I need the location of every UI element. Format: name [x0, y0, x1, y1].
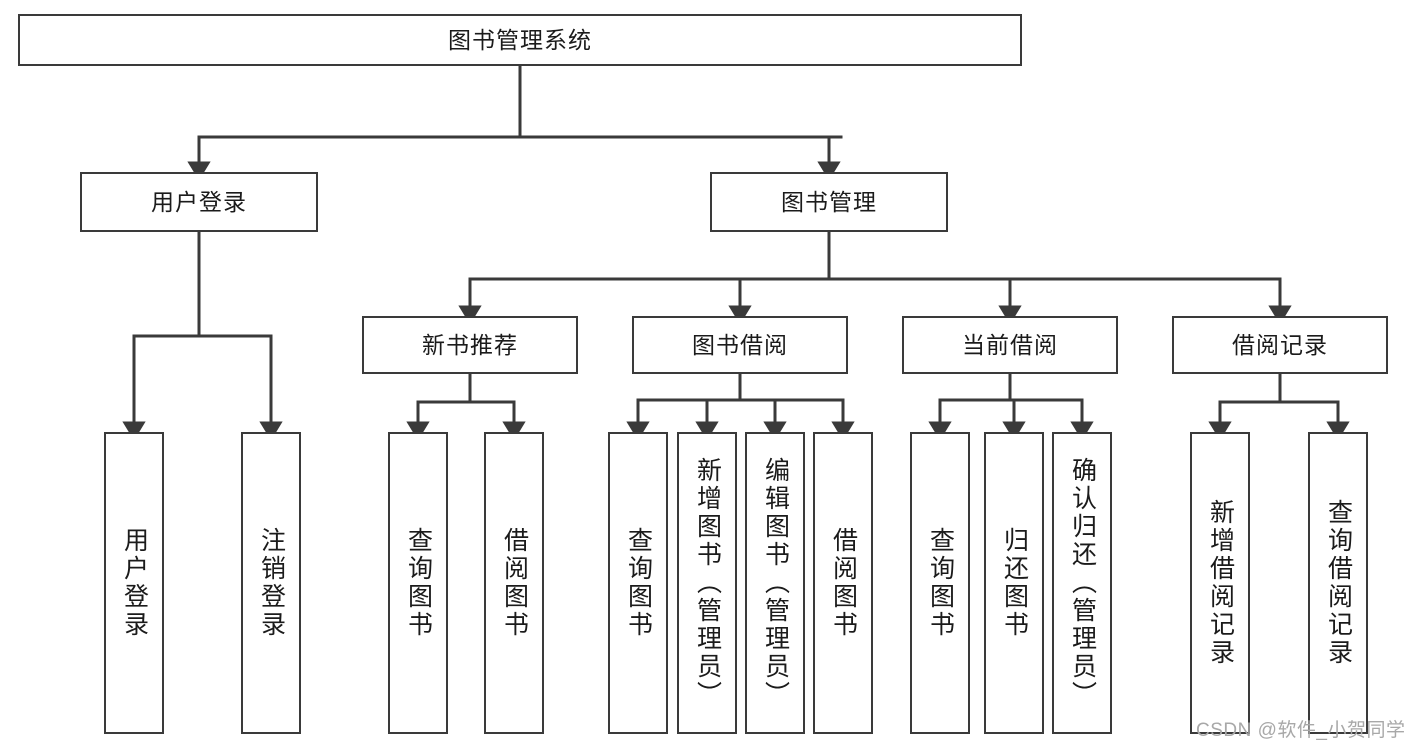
node-book-manage[interactable]: 图书管理	[710, 172, 948, 232]
node-leaf-add-book[interactable]: 新增图书（管理员）	[677, 432, 737, 734]
node-book-manage-label: 图书管理	[781, 188, 877, 215]
node-leaf-query-record[interactable]: 查询借阅记录	[1308, 432, 1368, 734]
node-borrow-record[interactable]: 借阅记录	[1172, 316, 1388, 374]
node-leaf-logout[interactable]: 注销登录	[241, 432, 301, 734]
node-root-label: 图书管理系统	[448, 26, 592, 53]
node-leaf-query-book-bor[interactable]: 查询图书	[608, 432, 668, 734]
node-user-login-label: 用户登录	[151, 188, 247, 215]
node-new-book-rec[interactable]: 新书推荐	[362, 316, 578, 374]
node-root[interactable]: 图书管理系统	[18, 14, 1022, 66]
node-leaf-return-book[interactable]: 归还图书	[984, 432, 1044, 734]
node-leaf-add-record-label: 新增借阅记录	[1206, 499, 1235, 667]
node-leaf-query-book-cur[interactable]: 查询图书	[910, 432, 970, 734]
node-leaf-query-record-label: 查询借阅记录	[1324, 499, 1353, 667]
node-user-login[interactable]: 用户登录	[80, 172, 318, 232]
node-leaf-user-login-label: 用户登录	[120, 527, 149, 639]
node-leaf-edit-book[interactable]: 编辑图书（管理员）	[745, 432, 805, 734]
node-current-borrow-label: 当前借阅	[962, 331, 1058, 358]
node-borrow-record-label: 借阅记录	[1232, 331, 1328, 358]
node-leaf-edit-book-label: 编辑图书（管理员）	[761, 457, 790, 709]
node-leaf-query-book-bor-label: 查询图书	[624, 527, 653, 639]
node-book-borrow[interactable]: 图书借阅	[632, 316, 848, 374]
node-leaf-query-book-cur-label: 查询图书	[926, 527, 955, 639]
node-leaf-borrow-book-rec[interactable]: 借阅图书	[484, 432, 544, 734]
node-leaf-borrow-book-bor[interactable]: 借阅图书	[813, 432, 873, 734]
node-leaf-confirm-return-label: 确认归还（管理员）	[1068, 457, 1097, 709]
node-leaf-add-record[interactable]: 新增借阅记录	[1190, 432, 1250, 734]
node-leaf-borrow-book-rec-label: 借阅图书	[500, 527, 529, 639]
node-book-borrow-label: 图书借阅	[692, 331, 788, 358]
node-leaf-add-book-label: 新增图书（管理员）	[693, 457, 722, 709]
node-new-book-rec-label: 新书推荐	[422, 331, 518, 358]
node-current-borrow[interactable]: 当前借阅	[902, 316, 1118, 374]
node-leaf-query-book-rec-label: 查询图书	[404, 527, 433, 639]
node-leaf-user-login[interactable]: 用户登录	[104, 432, 164, 734]
watermark-text: CSDN @软件_小贺同学	[1196, 720, 1405, 741]
node-leaf-query-book-rec[interactable]: 查询图书	[388, 432, 448, 734]
node-leaf-confirm-return[interactable]: 确认归还（管理员）	[1052, 432, 1112, 734]
node-leaf-logout-label: 注销登录	[257, 527, 286, 639]
node-leaf-borrow-book-bor-label: 借阅图书	[829, 527, 858, 639]
node-leaf-return-book-label: 归还图书	[1000, 527, 1029, 639]
